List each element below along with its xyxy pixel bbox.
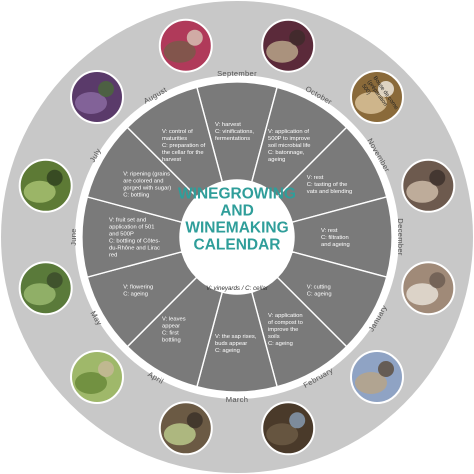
segment-line: V: harvest — [215, 122, 241, 128]
segment-line: C: ageing — [123, 292, 148, 298]
month-label: March — [226, 395, 249, 404]
segment-line: C: vinifications, — [215, 129, 254, 135]
segment-line: C: ageing — [268, 341, 293, 347]
segment-line: C: ageing — [215, 348, 240, 354]
segment-line: gorged with sugar) — [123, 186, 171, 192]
title-line: AND — [220, 203, 254, 220]
segment-line: 500P to improve — [268, 136, 310, 142]
center-disc — [180, 180, 294, 294]
legend-text: V: vineyards / C: cellar — [206, 285, 269, 292]
barrel-tasting-photo-icon — [401, 158, 456, 213]
segment-line: red — [109, 253, 117, 259]
segment-line: improve the — [268, 327, 298, 333]
segment-line: vats and blending — [307, 189, 352, 195]
pruned-vineyard-photo-icon — [350, 350, 404, 404]
segment-line: C: bottling of Côtes- — [109, 239, 160, 245]
segment-line: C: ageing — [307, 292, 332, 298]
month-label: September — [217, 69, 257, 78]
segment-line: V: flowering — [123, 285, 153, 291]
grape-harvest-photo-icon — [261, 18, 316, 73]
segment-line: du-Rhône and Lirac — [109, 246, 160, 252]
segment-line: C: filtration — [321, 235, 349, 241]
cellar-corridor-photo-icon — [401, 261, 456, 316]
segment-line: C: tasting of the — [307, 182, 348, 188]
segment-line: fermentations — [215, 136, 250, 142]
cow-horn-photo-icon — [350, 70, 404, 124]
segment-line: V: ripening (grains — [123, 172, 170, 178]
title-line: CALENDAR — [194, 237, 281, 254]
compost-photo-icon — [261, 401, 316, 456]
segment-line: V: cutting — [307, 285, 331, 291]
segment-line: soils — [268, 334, 280, 340]
picked-grapes-photo-icon — [158, 18, 213, 73]
segment-line: appear — [162, 323, 180, 329]
title-line: WINEMAKING — [185, 220, 288, 237]
segment-line: C: first — [162, 330, 179, 336]
segment-line: V: application of — [268, 129, 309, 135]
title-line: WINEGROWING — [178, 186, 296, 203]
young-leaves-photo-icon — [70, 350, 124, 404]
segment-line: harvest — [162, 157, 181, 163]
segment-line: soil microbial life — [268, 143, 311, 149]
segment-line: application of 501 — [109, 225, 154, 231]
fruit-set-photo-icon — [18, 158, 73, 213]
segment-line: of compost to — [268, 320, 303, 326]
segment-line: V: fruit set and — [109, 218, 146, 224]
month-label: June — [69, 228, 78, 246]
segment-line: and 500P — [109, 232, 134, 238]
segment-line: the cellar for the — [162, 150, 204, 156]
ripening-grapes-photo-icon — [70, 70, 124, 124]
segment-line: ageing — [268, 157, 285, 163]
segment-line: V: the sap rises, — [215, 334, 257, 340]
segment-line: V: application — [268, 313, 303, 319]
segment-line: V: control of — [162, 129, 193, 135]
bud-photo-icon — [158, 401, 213, 456]
segment-line: V: rest — [307, 175, 324, 181]
flowering-vine-photo-icon — [18, 261, 73, 316]
segment-line: V: rest — [321, 228, 338, 234]
segment-line: C: preparation of — [162, 143, 206, 149]
segment-line: buds appear — [215, 341, 247, 347]
month-label: December — [396, 218, 405, 256]
segment-line: maturities — [162, 136, 187, 142]
photos-layer: Bouse de corne(préparation500) — [18, 18, 456, 456]
segment-line: bottling — [162, 337, 181, 343]
segment-line: C: batonnage, — [268, 150, 305, 156]
segment-line: V: leaves — [162, 316, 186, 322]
segment-line: and ageing — [321, 242, 350, 248]
segment-line: are colored and — [123, 179, 163, 185]
segment-line: C: bottling — [123, 193, 149, 199]
